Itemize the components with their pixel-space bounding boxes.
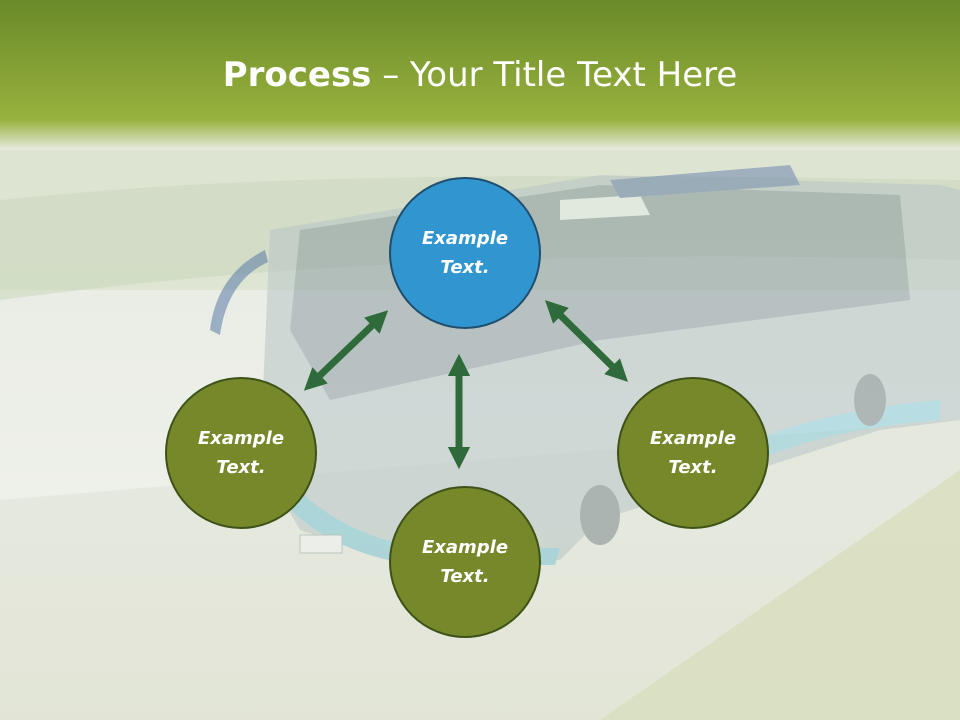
page-title: Process – Your Title Text Here [0, 52, 960, 98]
arrow-top-left [303, 310, 389, 391]
node-top-line1: Example [421, 228, 509, 249]
node-bottom-line1: Example [421, 537, 509, 558]
node-left: Example Text. [165, 377, 317, 529]
title-bold: Process [222, 55, 372, 95]
node-bottom-line2: Text. [440, 566, 490, 587]
title-rest: – Your Title Text Here [371, 55, 738, 95]
node-top-line2: Text. [440, 257, 490, 278]
header-band [0, 0, 960, 150]
node-top: Example Text. [389, 177, 541, 329]
node-bottom: Example Text. [389, 486, 541, 638]
node-right: Example Text. [617, 377, 769, 529]
node-left-line2: Text. [216, 457, 266, 478]
node-right-line2: Text. [668, 457, 718, 478]
arrow-top-right [545, 300, 628, 382]
node-left-line1: Example [197, 428, 285, 449]
node-right-line1: Example [649, 428, 737, 449]
